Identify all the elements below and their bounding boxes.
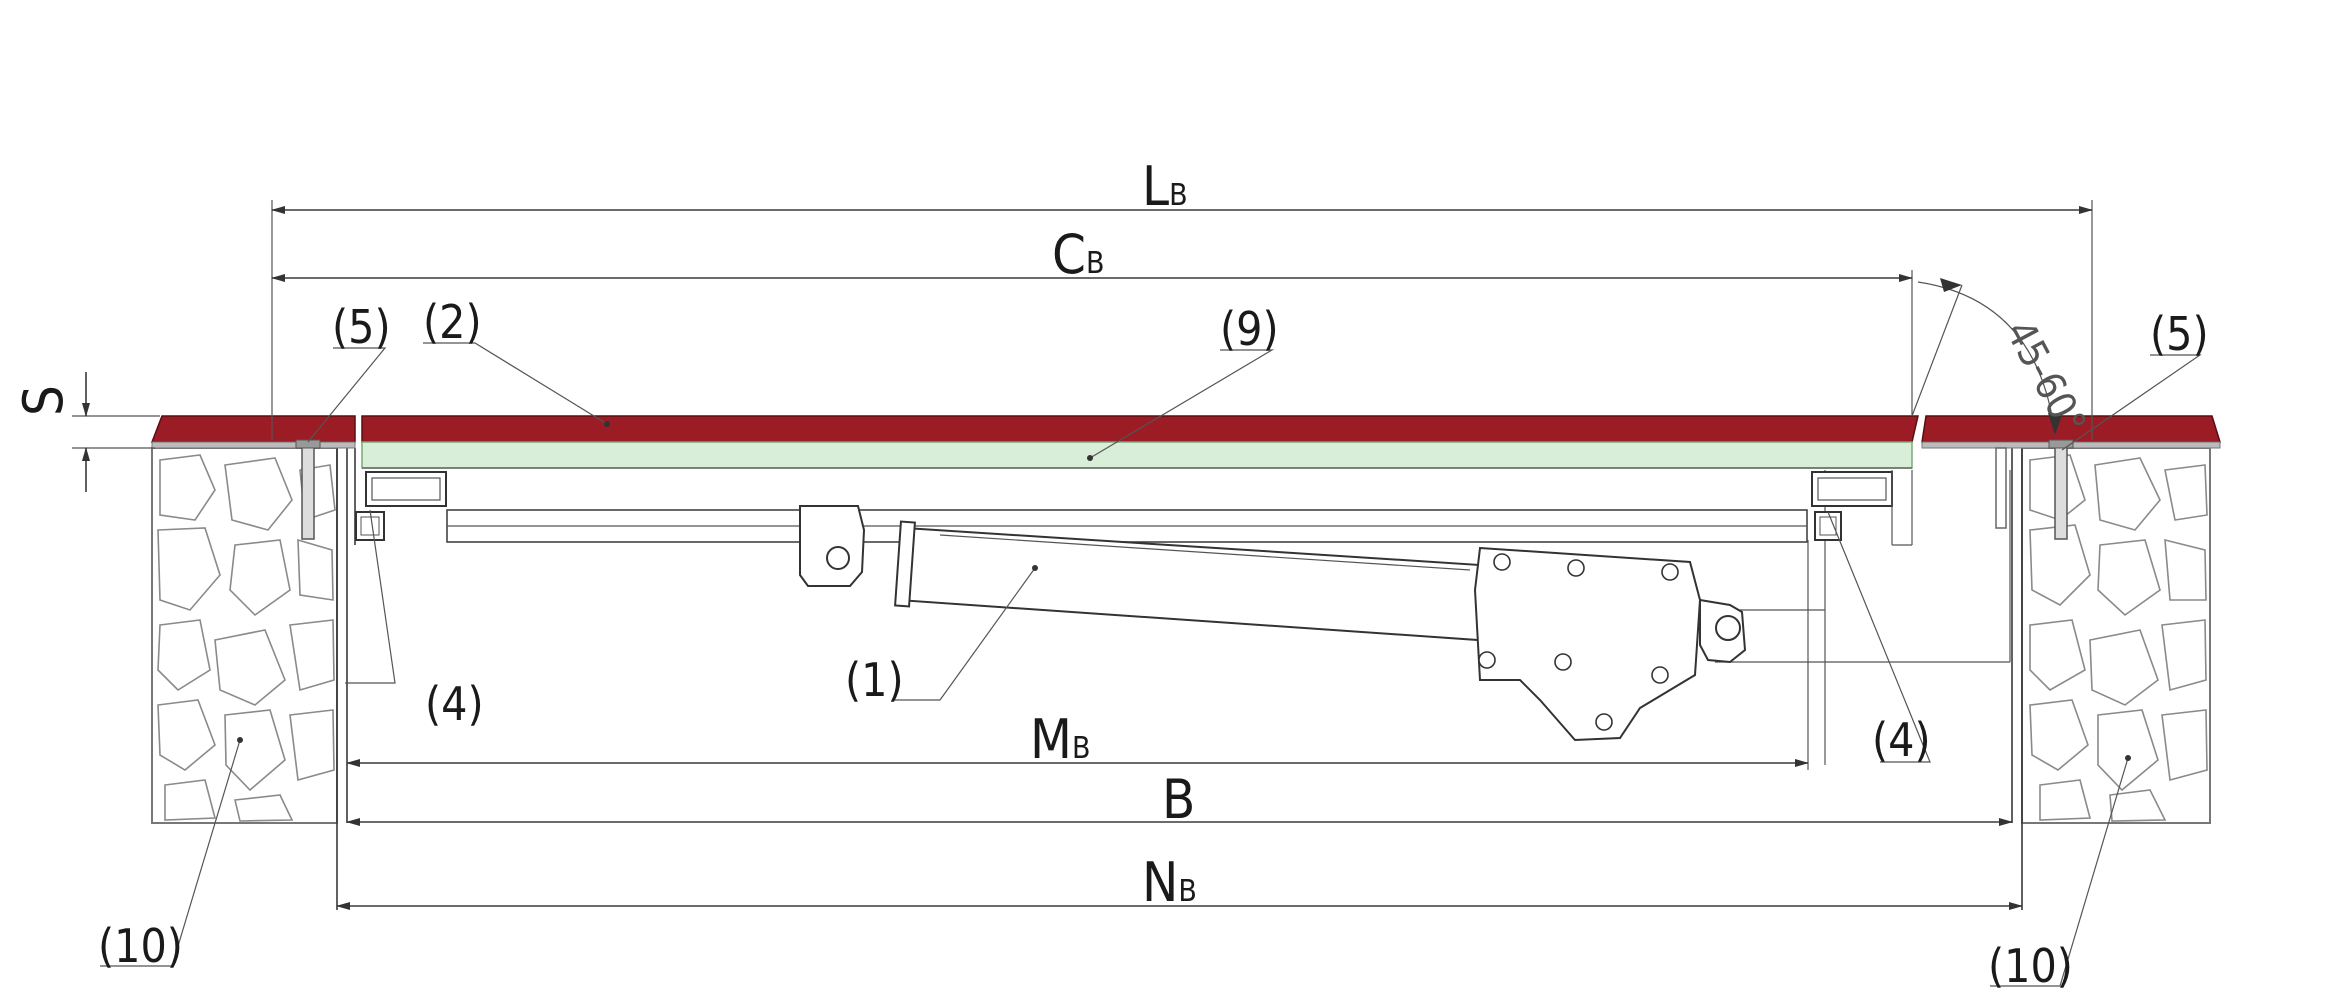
dim-label-b: B <box>1162 768 1195 831</box>
anchor-bolts <box>295 439 2074 540</box>
callout-2-lid: (2) <box>423 295 482 349</box>
dim-label-mb: MB <box>1030 708 1090 771</box>
lid-assembly <box>150 415 2222 469</box>
frame-profiles <box>355 447 2007 546</box>
callout-dots <box>237 421 2131 761</box>
callout-1-actuator: (1) <box>845 653 904 707</box>
gas-strut-actuator <box>799 505 1747 742</box>
dim-label-nb: NB <box>1142 851 1197 914</box>
dim-label-lb: LB <box>1142 155 1188 218</box>
callout-leaders <box>100 342 2202 987</box>
callout-10-left: (10) <box>98 919 183 973</box>
dim-label-s: S <box>12 385 75 416</box>
lid-plate <box>150 415 356 443</box>
callout-10-right: (10) <box>1988 939 2073 993</box>
callout-5-right: (5) <box>2150 307 2209 361</box>
dimension-lines <box>72 200 2093 910</box>
insulation-layer <box>361 441 1913 469</box>
callout-5-left: (5) <box>332 300 391 354</box>
dim-label-cb: CB <box>1052 223 1104 286</box>
callout-4-left: (4) <box>425 677 484 731</box>
frame <box>336 448 2023 910</box>
callout-labels: (1) (2) (4) (4) (5) (5) (9) (10) (10) <box>98 295 2209 993</box>
callout-9-insulation: (9) <box>1220 302 1279 356</box>
dimension-labels: LB CB MB B NB S <box>12 155 1197 914</box>
right-foundation <box>2021 447 2211 824</box>
callout-4-right: (4) <box>1872 713 1931 767</box>
